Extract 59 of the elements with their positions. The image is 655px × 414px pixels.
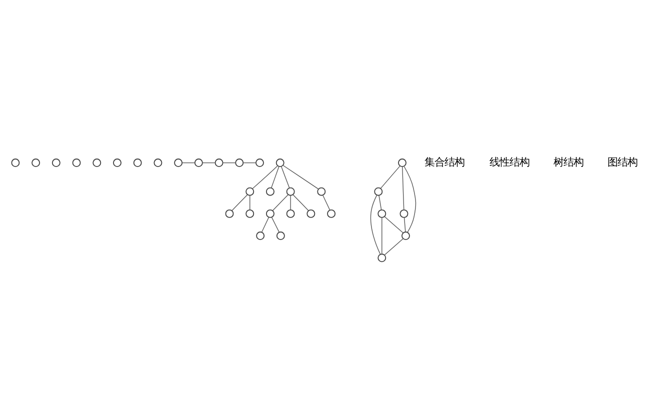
node-circle bbox=[378, 209, 386, 218]
node-circle bbox=[235, 158, 244, 168]
node-circle bbox=[374, 187, 383, 196]
node-circle bbox=[286, 209, 295, 218]
node-circle bbox=[154, 158, 162, 168]
connector bbox=[404, 217, 406, 232]
node-circle bbox=[11, 158, 20, 168]
node-circle bbox=[246, 187, 254, 196]
connector bbox=[232, 194, 248, 211]
connector bbox=[252, 165, 278, 190]
connector bbox=[290, 195, 291, 210]
node-circle bbox=[398, 158, 406, 168]
node-circle bbox=[72, 158, 81, 168]
connector bbox=[378, 195, 382, 210]
node-circle bbox=[401, 232, 410, 240]
connector bbox=[182, 162, 196, 164]
connector bbox=[380, 166, 400, 189]
node-circle bbox=[266, 187, 274, 196]
node-circle bbox=[317, 187, 326, 196]
node-circle bbox=[276, 232, 285, 240]
node-circle bbox=[113, 158, 122, 168]
connector bbox=[242, 162, 256, 164]
connector bbox=[384, 238, 404, 256]
connector bbox=[402, 166, 404, 210]
connector bbox=[282, 165, 319, 190]
node-circle bbox=[174, 158, 183, 168]
connector bbox=[261, 217, 270, 233]
node-circle bbox=[276, 158, 284, 168]
node-circle bbox=[32, 158, 40, 168]
node-circle bbox=[92, 158, 102, 168]
connector bbox=[370, 194, 381, 255]
connector bbox=[404, 166, 416, 233]
node-circle bbox=[306, 209, 316, 218]
connector bbox=[270, 166, 280, 188]
label: 线性结构 bbox=[489, 156, 530, 168]
node-circle bbox=[52, 158, 60, 168]
connector bbox=[222, 162, 236, 164]
node-circle bbox=[286, 187, 295, 196]
node-circle bbox=[256, 158, 264, 168]
node-circle bbox=[194, 158, 203, 168]
connector bbox=[272, 194, 289, 211]
node-circle bbox=[246, 209, 254, 218]
connector bbox=[384, 216, 404, 234]
node-circle bbox=[327, 209, 336, 218]
label: 集合结构 bbox=[424, 156, 465, 168]
connector bbox=[322, 194, 330, 210]
connector bbox=[280, 166, 290, 188]
label: 树结构 bbox=[554, 156, 584, 168]
connector bbox=[292, 194, 309, 211]
node-circle bbox=[400, 209, 408, 218]
node-circle bbox=[378, 254, 386, 262]
node-circle bbox=[256, 232, 265, 240]
node-circle bbox=[266, 209, 274, 218]
label: 图结构 bbox=[608, 156, 638, 168]
node-circle bbox=[214, 158, 224, 168]
connector bbox=[271, 216, 280, 233]
node-circle bbox=[133, 158, 142, 168]
connector bbox=[202, 162, 216, 164]
node-circle bbox=[225, 209, 234, 218]
